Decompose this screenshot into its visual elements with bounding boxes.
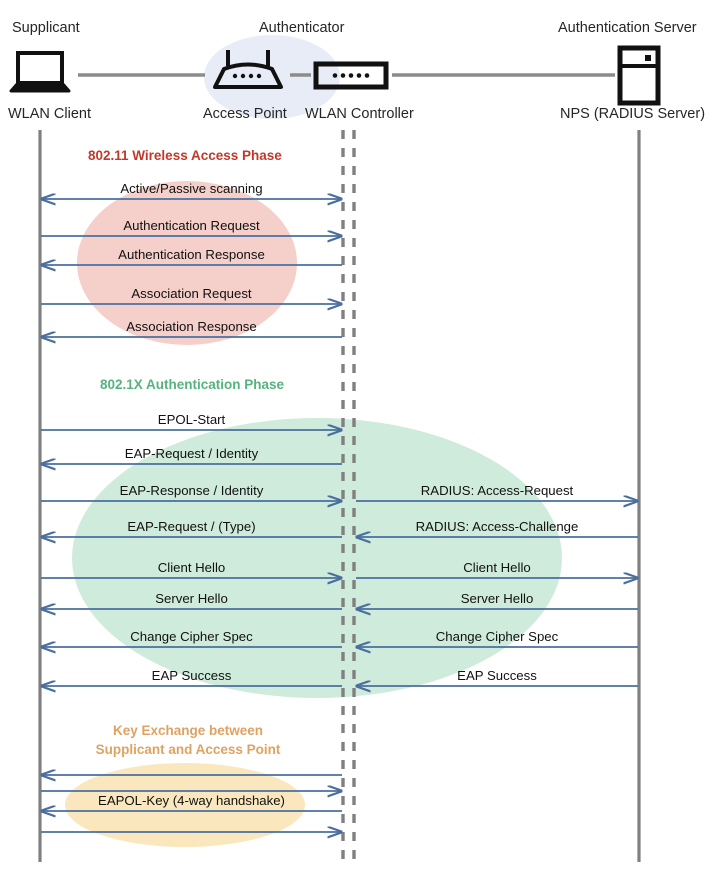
phase-label-key-line2: Supplicant and Access Point <box>95 742 281 757</box>
message-label: Client Hello <box>157 560 226 575</box>
message-label: Association Response <box>126 319 257 334</box>
message-label: Active/Passive scanning <box>120 181 263 196</box>
message-label: EPOL-Start <box>157 412 226 427</box>
message-label: Server Hello <box>460 591 534 606</box>
network-switch-icon <box>313 61 389 90</box>
message-label: EAP Success <box>151 668 232 683</box>
message-label: Client Hello <box>463 560 531 575</box>
message-label: Change Cipher Spec <box>130 629 253 644</box>
message-label: Change Cipher Spec <box>435 629 559 644</box>
phase-label-key-line1: Key Exchange between <box>112 723 264 738</box>
message-label: EAP Success <box>457 668 537 683</box>
actor-role-supplicant: Supplicant <box>12 20 80 36</box>
actor-name-nps-server: NPS (RADIUS Server) <box>560 106 706 122</box>
message-label: Server Hello <box>155 591 228 606</box>
actor-name-wlan-client: WLAN Client <box>8 106 91 122</box>
actor-name-wlan-controller: WLAN Controller <box>305 106 414 122</box>
wireless-router-icon <box>213 50 283 89</box>
actor-role-authenticator: Authenticator <box>259 20 345 36</box>
message-arrow-layer <box>41 199 638 832</box>
server-rack-icon <box>617 45 661 106</box>
message-label: EAPOL-Key (4-way handshake) <box>98 793 285 808</box>
actor-name-access-point: Access Point <box>203 106 287 122</box>
message-label: Authentication Response <box>118 247 265 262</box>
phase-ellipse-key <box>65 763 305 847</box>
message-label: EAP-Request / (Type) <box>127 519 256 534</box>
message-label: RADIUS: Access-Request <box>420 483 574 498</box>
message-label: Authentication Request <box>123 218 260 233</box>
authenticator-group-highlight <box>204 35 340 119</box>
message-label: RADIUS: Access-Challenge <box>415 519 579 534</box>
phase-label-8021x: 802.1X Authentication Phase <box>100 377 285 392</box>
phase-label-key-exchange: Key Exchange between Supplicant and Acce… <box>88 721 288 759</box>
actor-role-auth-server: Authentication Server <box>558 20 697 36</box>
laptop-icon <box>9 51 71 93</box>
message-label: EAP-Request / Identity <box>124 446 259 461</box>
message-label: Association Request <box>131 286 252 301</box>
phase-ellipse-8021x <box>72 418 562 698</box>
message-label: EAP-Response / Identity <box>119 483 264 498</box>
phase-label-80211: 802.11 Wireless Access Phase <box>88 148 282 163</box>
